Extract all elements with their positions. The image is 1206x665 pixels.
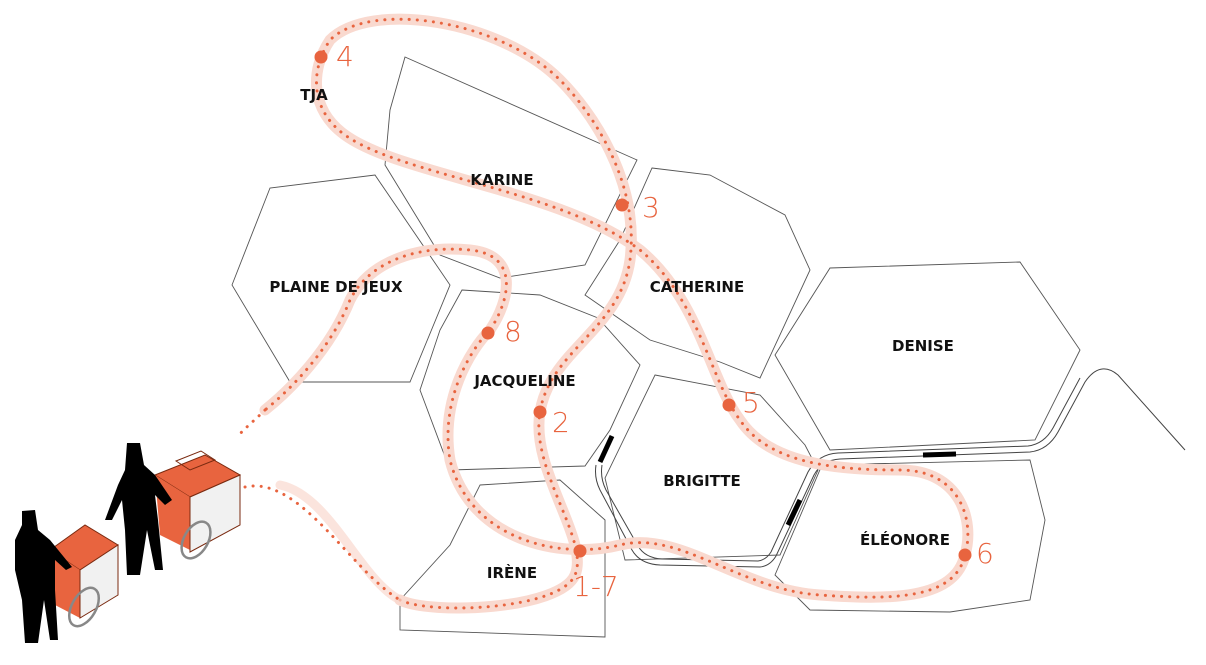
stop-dot-6 [958, 548, 972, 562]
stop-label-1-7: 1-7 [573, 570, 619, 603]
rail-marker [597, 434, 615, 464]
block-karine [384, 56, 638, 279]
route-dots-start [243, 484, 402, 602]
block-eleonore [774, 459, 1046, 613]
stop-label-8: 8 [504, 315, 522, 348]
block-brigitte [604, 374, 819, 561]
stop-label-2: 2 [552, 406, 570, 439]
stop-dot-3 [615, 198, 629, 212]
rail-line [595, 368, 1186, 568]
stop-label-6: 6 [976, 537, 994, 570]
label-catherine: CATHERINE [650, 278, 744, 296]
route-dots [263, 17, 970, 610]
stop-dot-1-7 [573, 544, 587, 558]
rail-marker [785, 498, 803, 527]
label-brigitte: BRIGITTE [663, 472, 741, 490]
label-jacqueline: JACQUELINE [473, 372, 575, 390]
rail-marker [922, 451, 957, 458]
route-dots-end [236, 408, 267, 438]
stop-numbers: 1-7 2 3 4 5 6 8 [336, 40, 994, 603]
block-catherine [584, 167, 811, 379]
stop-label-5: 5 [742, 386, 760, 419]
stop-dot-2 [533, 405, 547, 419]
label-tja: TJA [300, 86, 328, 104]
stop-markers [314, 50, 972, 562]
stop-dot-5 [722, 398, 736, 412]
label-plaine-de-jeux: PLAINE DE JEUX [269, 278, 403, 296]
person-rear-silhouette [105, 443, 172, 575]
stop-dot-4 [314, 50, 328, 64]
stop-dot-8 [481, 326, 495, 340]
neighborhood-labels: TJA KARINE PLAINE DE JEUX CATHERINE DENI… [269, 86, 954, 582]
person-front-silhouette [15, 510, 72, 643]
route-halo-start [275, 480, 405, 605]
label-denise: DENISE [892, 337, 954, 355]
route [236, 13, 974, 614]
stop-label-4: 4 [336, 40, 354, 73]
stop-label-3: 3 [642, 191, 660, 224]
block-denise [774, 261, 1081, 451]
cart-vendors-illustration [15, 443, 242, 643]
label-irene: IRÈNE [487, 563, 537, 582]
label-eleonore: ÉLÉONORE [860, 530, 950, 549]
cart-rear [153, 450, 242, 560]
label-karine: KARINE [470, 171, 533, 189]
rail-markers [597, 434, 957, 527]
cart-front [49, 524, 119, 628]
